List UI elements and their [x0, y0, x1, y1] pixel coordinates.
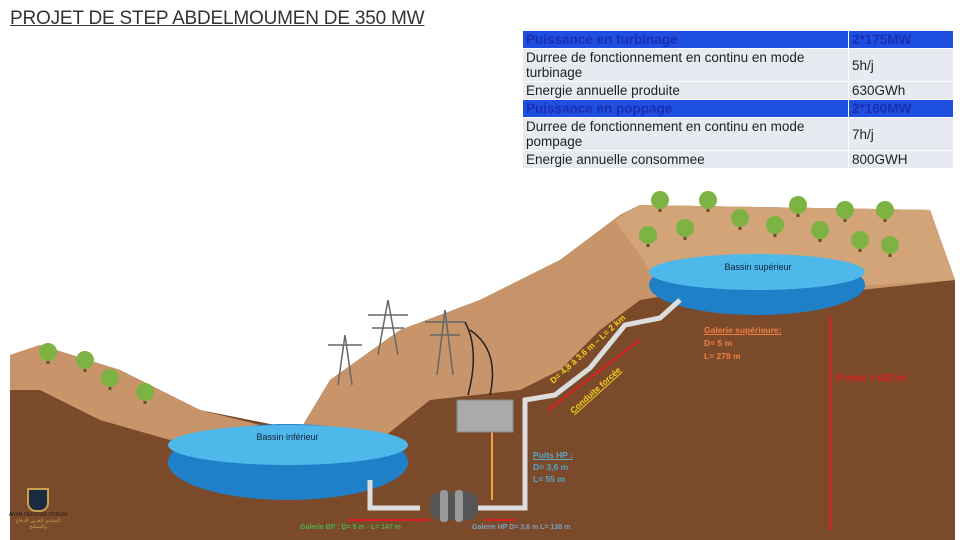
table-row: Durree de fonctionnement en continu en m…	[522, 117, 954, 151]
tree-icon	[789, 196, 807, 217]
tree-icon	[836, 201, 854, 222]
tree-icon	[136, 383, 154, 404]
watermark-text-ar: المنتدى العربي للدفاع والتسليح	[15, 518, 61, 530]
watermark-text: ARAB DEFENSE FORUM	[8, 512, 68, 518]
tree-icon	[766, 216, 784, 237]
lower-gallery	[367, 480, 420, 511]
tree-icon	[101, 369, 119, 390]
row-label: Puissance en turbinage	[522, 30, 849, 49]
row-label: Energie annuelle consommee	[522, 150, 849, 169]
row-value: 630GWh	[848, 81, 954, 100]
tree-icon	[881, 236, 899, 257]
row-label: Durree de fonctionnement en continu en m…	[522, 48, 849, 82]
transformer	[456, 399, 514, 433]
tree-icon	[651, 191, 669, 212]
tree-icon	[699, 191, 717, 212]
tree-icon	[731, 209, 749, 230]
turbine-icon	[430, 490, 478, 522]
row-value: 800GWH	[848, 150, 954, 169]
puits-title: Puits HP :	[533, 450, 573, 460]
puits-d: D= 3,6 m	[533, 462, 569, 472]
galerie-hp-label: Galerie HP D= 3,6 m L= 138 m	[472, 524, 571, 531]
galerie-sup-d: D= 5 m	[704, 338, 733, 348]
hill-surface	[10, 345, 260, 440]
tree-icon	[39, 343, 57, 364]
row-value: 2*160MW	[848, 99, 954, 118]
galerie-sup-l: L= 278 m	[704, 351, 741, 361]
puits-l: L= 55 m	[533, 474, 565, 484]
lower-basin-label: Bassin inférieur	[256, 432, 319, 442]
tree-icon	[76, 351, 94, 372]
row-value: 2*175MW	[848, 30, 954, 49]
tree-icon	[639, 226, 657, 247]
upper-basin-label: Bassin supérieur	[724, 262, 792, 272]
tree-icon	[811, 221, 829, 242]
hmax-label: H max = 632 m	[836, 373, 906, 384]
page-title: PROJET DE STEP ABDELMOUMEN DE 350 MW	[10, 8, 425, 29]
pylon-icon	[328, 299, 465, 386]
galerie-sup-title: Galerie supérieure:	[704, 325, 782, 335]
tree-icon	[851, 231, 869, 252]
tree-icon	[676, 219, 694, 240]
row-label: Durree de fonctionnement en continu en m…	[522, 117, 849, 151]
penstock	[470, 298, 682, 511]
watermark-logo: ARAB DEFENSE FORUM المنتدى العربي للدفاع…	[8, 488, 68, 530]
table-row: Durree de fonctionnement en continu en m…	[522, 48, 954, 82]
tree-icon	[876, 201, 894, 222]
row-label: Puissance en poppage	[522, 99, 849, 118]
galerie-bp-label: Galerie BP : D= 5 m - L= 147 m	[300, 524, 402, 531]
row-value: 7h/j	[848, 117, 954, 151]
